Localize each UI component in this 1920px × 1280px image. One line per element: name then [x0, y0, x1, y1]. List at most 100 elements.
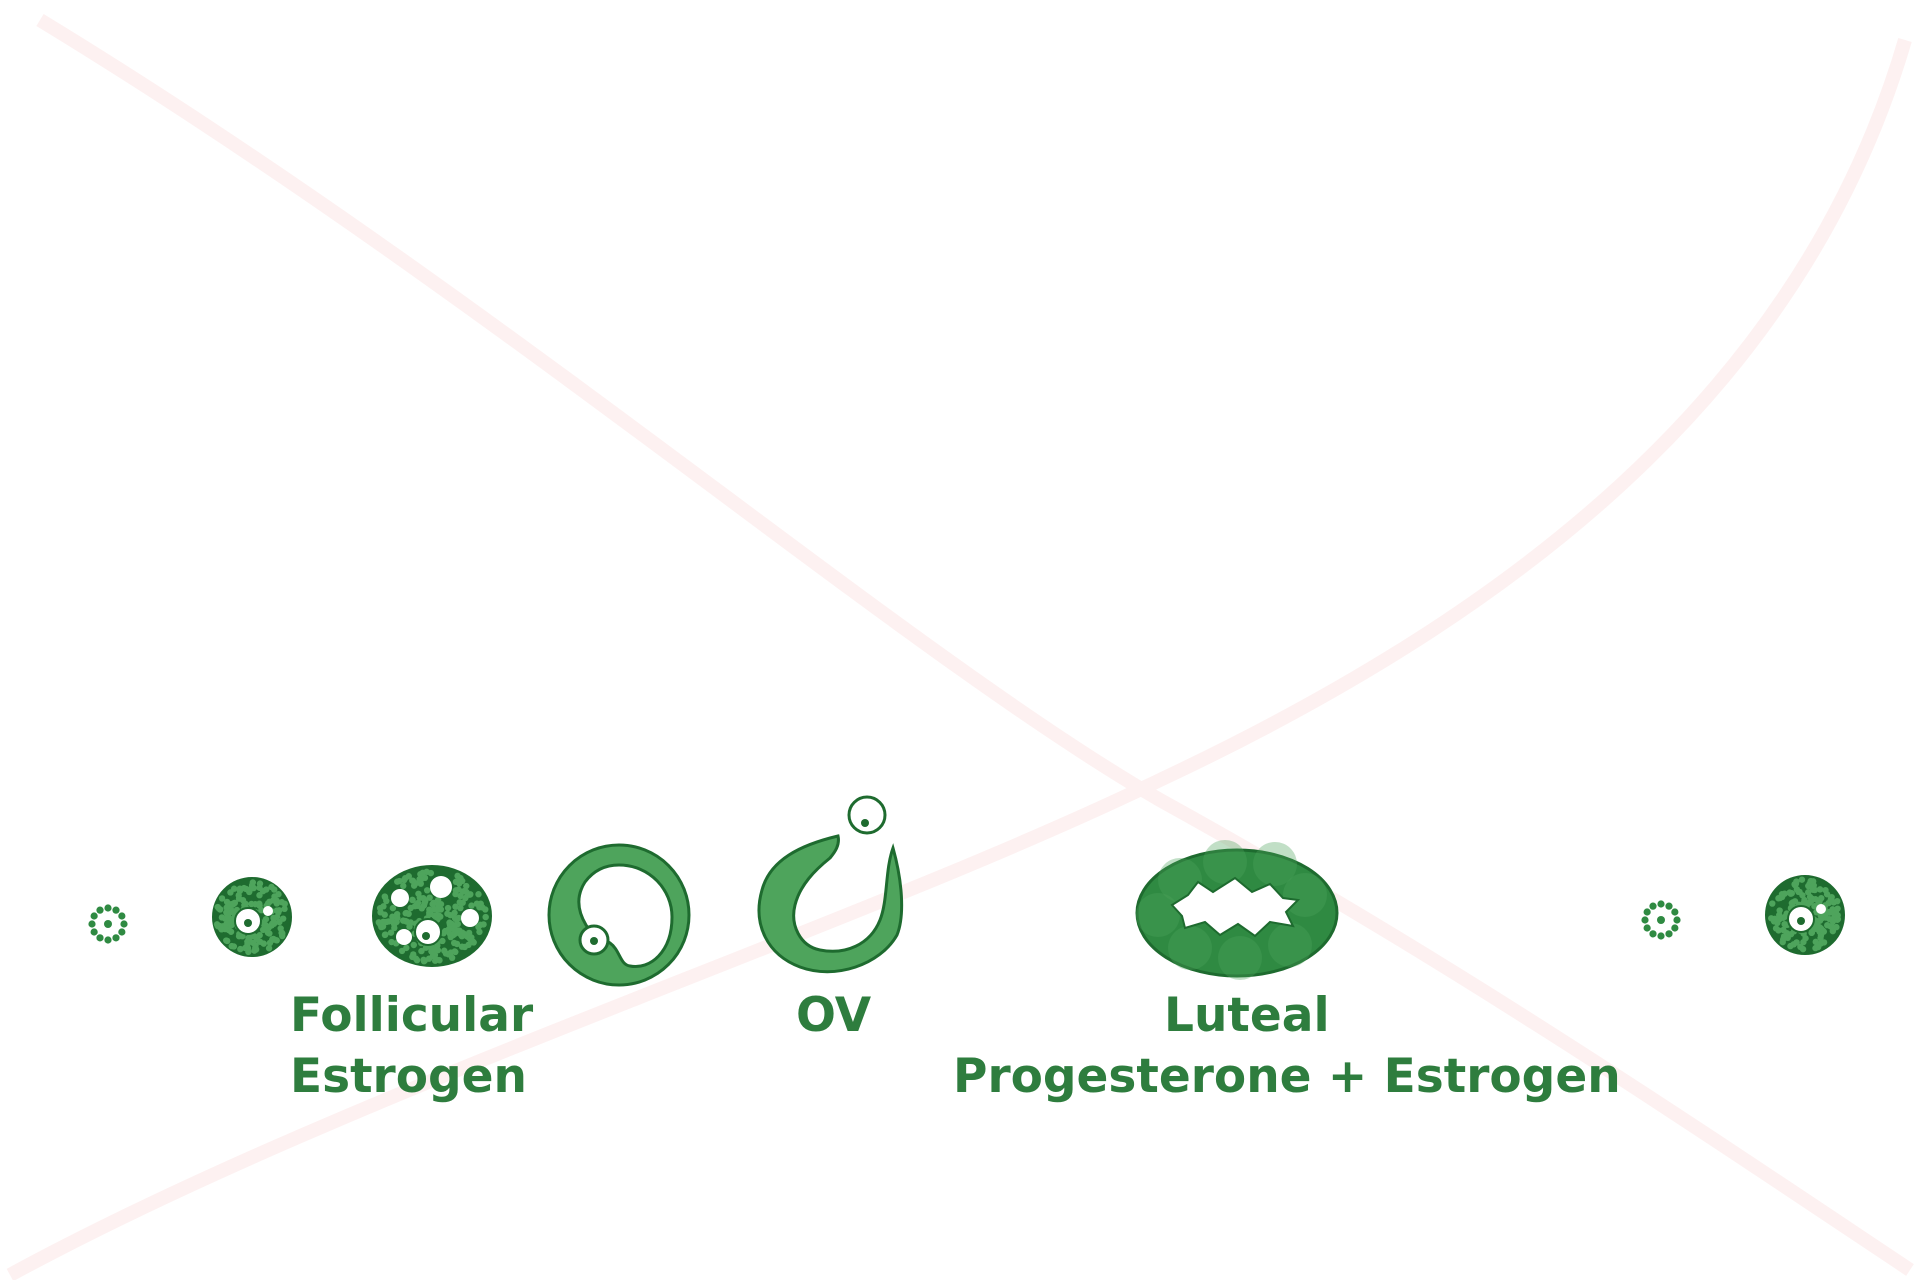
granulosa-cell	[246, 888, 253, 896]
granulosa-cell	[235, 895, 243, 902]
granulosa-cell	[417, 876, 425, 883]
granulosa-cell	[258, 906, 265, 914]
granulosa-cell	[1816, 898, 1823, 905]
granulosa-cell	[96, 934, 104, 942]
granulosa-cell	[400, 882, 407, 890]
granulosa-cell	[1816, 886, 1824, 893]
granulosa-cell	[1791, 881, 1798, 888]
granulosa-cell	[262, 915, 270, 923]
granulosa-cell	[413, 956, 421, 964]
granulosa-cell	[457, 904, 464, 912]
granulosa-cell	[389, 913, 396, 920]
label-follicular-phase: Follicular	[290, 988, 534, 1043]
granulosa-cell	[444, 904, 452, 912]
granulosa-cell	[462, 894, 469, 902]
granulosa-cell	[275, 891, 282, 898]
granulosa-cell	[453, 940, 461, 948]
granulosa-cell	[273, 900, 280, 907]
granulosa-cell	[1828, 923, 1836, 930]
granulosa-cell	[88, 920, 96, 928]
granulosa-cell	[405, 910, 412, 918]
oocyte-nucleus	[1657, 916, 1665, 924]
granulosa-cell	[231, 899, 239, 907]
granulosa-cell	[380, 918, 387, 925]
granulosa-cell	[451, 948, 458, 955]
luteal-cell-cluster	[1283, 873, 1327, 917]
background-curves	[6, 14, 1914, 1280]
granulosa-cell	[227, 928, 235, 935]
granulosa-cell	[475, 891, 482, 898]
secondary-follicle	[372, 865, 492, 967]
granulosa-cell	[1827, 896, 1834, 903]
granulosa-cell	[396, 877, 403, 885]
granulosa-cell	[458, 877, 466, 885]
granulosa-cell	[1643, 924, 1651, 932]
granulosa-cell	[470, 939, 477, 946]
ovulation-stage	[757, 795, 904, 974]
granulosa-cell	[1779, 938, 1786, 946]
granulosa-cell	[1826, 915, 1833, 923]
granulosa-cell	[468, 902, 475, 909]
granulosa-cell	[434, 906, 441, 913]
corpus-luteum-lobules	[1136, 840, 1327, 980]
descending-curve	[36, 14, 1914, 1276]
granulosa-cell	[451, 922, 459, 929]
granulosa-cell	[96, 906, 104, 914]
granulosa-cell	[409, 896, 416, 904]
primordial-follicle	[1641, 900, 1681, 940]
granulosa-cell	[391, 924, 398, 932]
granulosa-cell	[441, 947, 448, 954]
granulosa-cell	[268, 883, 275, 891]
granulosa-cell	[1827, 908, 1834, 916]
granulosa-cell	[1657, 932, 1665, 940]
granulosa-cell	[385, 918, 392, 925]
granulosa-cell	[452, 887, 460, 894]
luteal-cell-cluster	[1218, 936, 1262, 980]
granulosa-cell	[394, 914, 401, 922]
granulosa-cell	[1788, 890, 1795, 897]
granulosa-cell	[1787, 931, 1795, 938]
granulosa-cell	[1774, 919, 1781, 927]
ruptured-follicle	[757, 834, 904, 974]
granulosa-cell	[439, 937, 446, 945]
granulosa-cell	[275, 907, 283, 914]
granulosa-cell	[1671, 908, 1679, 916]
granulosa-cell	[277, 925, 284, 932]
granulosa-cell	[463, 882, 470, 890]
granulosa-cell	[118, 928, 126, 936]
granulosa-cell	[1814, 943, 1822, 951]
mature-follicle-antrum	[577, 863, 674, 969]
granulosa-cell	[276, 918, 283, 926]
granulosa-cell	[422, 944, 430, 951]
granulosa-cell	[407, 904, 414, 912]
granulosa-cell	[456, 899, 463, 906]
corpus-luteum	[1135, 840, 1339, 980]
granulosa-cell	[482, 906, 489, 913]
granulosa-cell	[1834, 912, 1841, 919]
granulosa-cell	[410, 882, 418, 889]
granulosa-cell	[249, 939, 257, 947]
granulosa-cell	[1822, 886, 1829, 894]
granulosa-cell	[1798, 876, 1806, 883]
mature-follicle	[547, 843, 691, 987]
granulosa-cell	[1643, 908, 1651, 916]
granulosa-cell	[90, 928, 98, 936]
granulosa-cell	[228, 915, 236, 923]
granulosa-cell	[118, 912, 126, 920]
granulosa-cell	[380, 903, 387, 910]
oocyte-nucleus	[244, 919, 252, 927]
granulosa-cell	[237, 945, 244, 953]
released-oocyte	[847, 795, 887, 835]
granulosa-cell	[1769, 900, 1776, 907]
granulosa-cell	[457, 892, 464, 900]
granulosa-cell	[224, 937, 231, 945]
granulosa-cell	[398, 947, 406, 955]
granulosa-cell	[273, 913, 281, 921]
granulosa-cell	[446, 930, 454, 937]
granulosa-cell	[416, 894, 423, 901]
primary-follicle	[1765, 875, 1845, 955]
granulosa-cell	[453, 916, 460, 923]
label-luteal-hormones: Progesterone + Estrogen	[953, 1049, 1621, 1104]
luteal-cell-cluster	[1203, 840, 1247, 884]
oocyte	[414, 918, 442, 946]
